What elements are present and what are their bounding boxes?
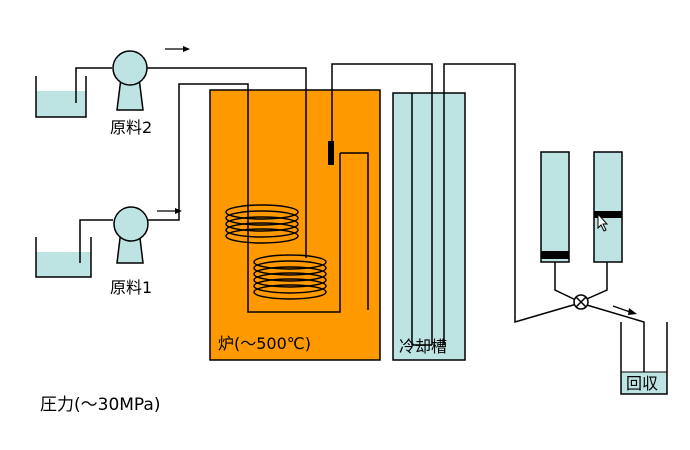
pipe-feed1-discharge	[148, 83, 341, 313]
pipe-valve-right	[579, 262, 608, 303]
flow-arrow-icon	[157, 208, 182, 214]
pipe-feed2-suction	[75, 67, 112, 103]
pipe-tee-branch	[340, 152, 369, 310]
feed2-label: 原料2	[110, 118, 152, 137]
pipe-to-cooling	[331, 63, 433, 345]
column-right-piston	[594, 211, 622, 218]
feed1-beaker	[35, 237, 92, 278]
pipe-cooling-return	[411, 93, 432, 346]
feed2-beaker	[35, 76, 87, 118]
coil-upper	[225, 204, 299, 244]
pipe-feed2-discharge	[147, 67, 307, 258]
recovery-label: 回収	[626, 374, 658, 393]
pump-feed2	[112, 50, 148, 111]
pump-feed1	[113, 206, 149, 264]
pipe-feed1-suction	[79, 219, 113, 263]
cooling-tank-label: 冷却槽	[399, 337, 447, 356]
column-right	[593, 151, 623, 263]
feed1-label: 原料1	[110, 278, 152, 297]
valve-icon	[573, 294, 589, 310]
feed2-liquid	[36, 91, 86, 117]
furnace-label: 炉(～500℃)	[218, 334, 311, 353]
pipe-valve-outlet	[579, 302, 645, 372]
feed2-beaker-outline	[35, 76, 87, 118]
recovery-vessel	[620, 322, 668, 395]
pipe-valve-left	[554, 262, 581, 303]
pressure-label: 圧力(～30MPa)	[40, 395, 160, 415]
flow-arrow-icon	[165, 46, 190, 52]
feed1-beaker-outline	[35, 237, 92, 278]
cooling-tank	[392, 92, 466, 361]
recovery-vessel-outline	[620, 322, 668, 395]
piping	[75, 63, 645, 372]
coil-lower	[253, 254, 327, 300]
pipe-cooling-outlet	[443, 63, 581, 345]
column-left-piston	[541, 251, 569, 259]
feed1-liquid	[36, 252, 91, 277]
column-left	[540, 151, 570, 263]
mouse-cursor-icon	[597, 212, 609, 232]
tee-junction	[328, 141, 334, 165]
flow-arrow-icon	[612, 305, 637, 315]
